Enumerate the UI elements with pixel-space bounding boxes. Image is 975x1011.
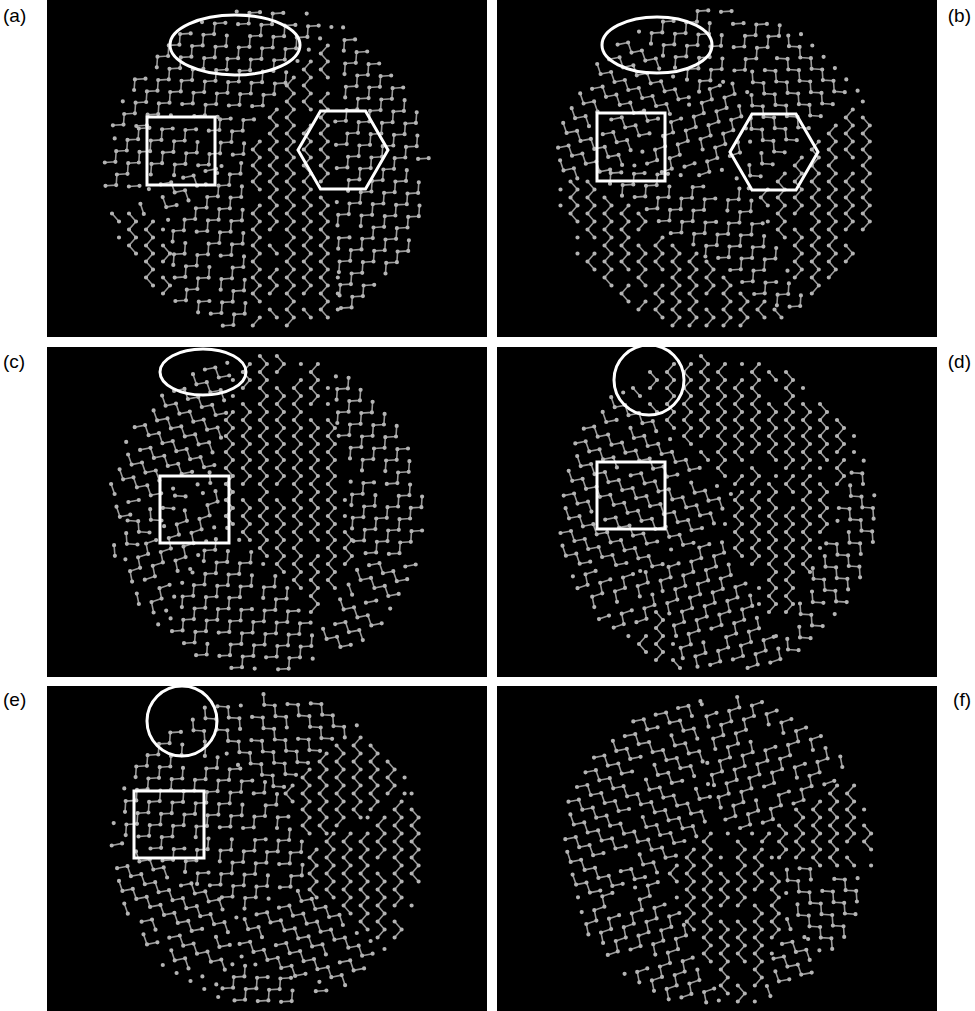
highlight-ellipse: [160, 349, 246, 395]
chain-atoms: [558, 354, 876, 670]
highlight-ellipse: [614, 345, 684, 415]
snapshot-panel: [497, 345, 937, 677]
panel-label: (f): [953, 690, 971, 709]
chain-atoms: [110, 692, 421, 1004]
chain-bonds: [565, 697, 871, 1002]
panel-label: (c): [3, 352, 25, 371]
chain-bonds: [111, 356, 422, 669]
highlight-hexagon: [298, 111, 388, 189]
panel-label: (a): [3, 6, 26, 25]
panel-background: [497, 347, 937, 677]
panel-background: [47, 686, 487, 1011]
snapshot-panel: [497, 0, 937, 337]
snapshot-panel: [47, 686, 487, 1011]
chain-atoms: [103, 9, 431, 327]
highlight-ellipse: [602, 17, 712, 73]
highlight-ellipse: [170, 15, 300, 75]
chain-atoms: [556, 8, 872, 327]
panel-background: [47, 0, 487, 337]
snapshot-panel: [47, 0, 487, 337]
chain-bonds: [105, 12, 429, 326]
snapshot-panel: [47, 347, 487, 677]
panel-background: [47, 347, 487, 677]
highlight-square: [597, 113, 665, 181]
panel-background: [497, 686, 937, 1011]
chain-atoms: [109, 354, 424, 672]
panel-label: (e): [3, 690, 26, 709]
panel-label: (b): [948, 6, 971, 25]
panel-background: [497, 0, 937, 337]
highlight-square: [160, 476, 229, 543]
panel-label: (d): [948, 352, 971, 371]
highlight-square: [134, 791, 204, 858]
highlight-ellipse: [147, 686, 217, 756]
highlight-square: [597, 462, 665, 529]
highlight-square: [147, 117, 215, 185]
snapshot-panel: [497, 686, 937, 1011]
chain-atoms: [563, 695, 873, 1005]
highlight-hexagon: [730, 114, 818, 190]
